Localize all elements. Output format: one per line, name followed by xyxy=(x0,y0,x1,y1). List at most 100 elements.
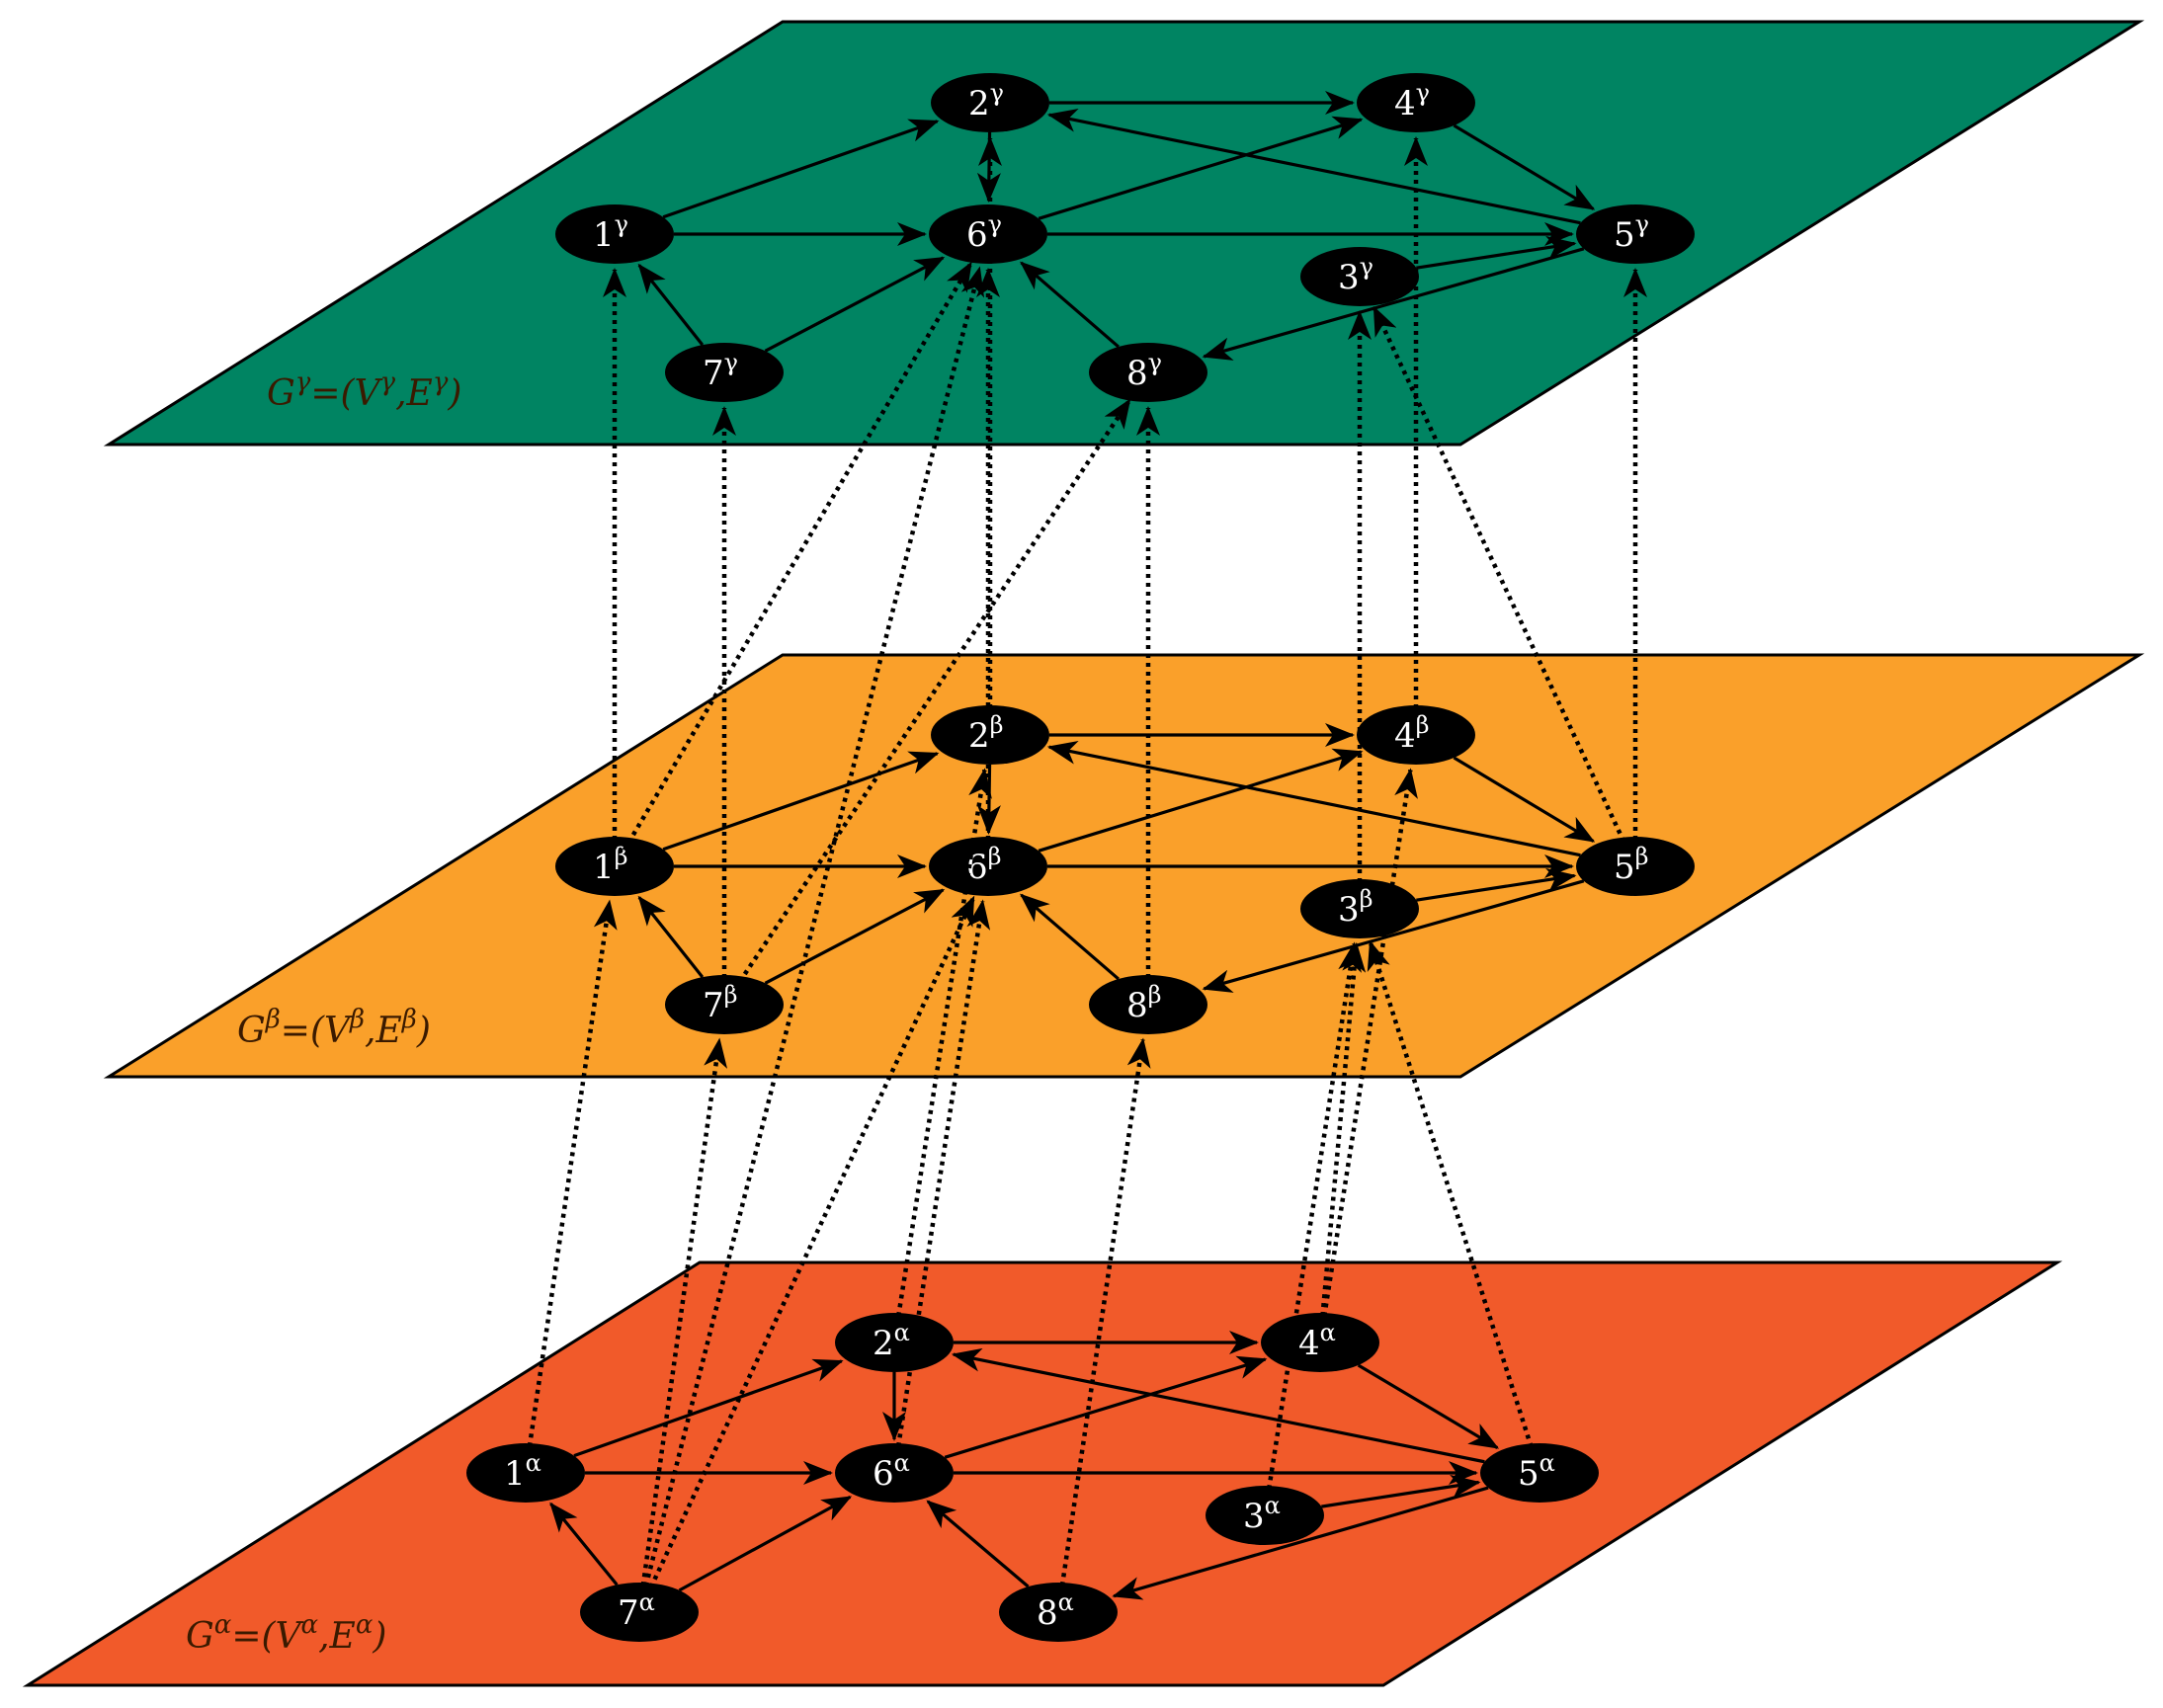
node-label: 8α xyxy=(1037,1588,1074,1633)
node-5-beta[interactable]: 5β xyxy=(1576,837,1695,896)
edge-7-1-gamma xyxy=(637,263,705,347)
edge-5-8-beta xyxy=(1202,879,1585,993)
node-shape xyxy=(555,837,674,896)
node-label: 1α xyxy=(504,1449,541,1494)
edge-7-6-gamma xyxy=(764,256,946,353)
node-2-beta[interactable]: 2β xyxy=(931,705,1049,765)
node-label: 5α xyxy=(1518,1449,1555,1494)
interlayer-link-5alpha-3beta xyxy=(1367,939,1537,1457)
node-shape xyxy=(931,705,1049,765)
edge-7-6-beta xyxy=(764,888,946,985)
node-7-alpha[interactable]: 7α xyxy=(580,1583,699,1642)
node-shape xyxy=(1089,975,1207,1034)
edge-7-1-alpha xyxy=(549,1502,619,1586)
edge-7-1-beta xyxy=(637,895,705,979)
edges-alpha xyxy=(549,1331,1500,1600)
node-7-gamma[interactable]: 7γ xyxy=(665,343,784,402)
edge-5-2-alpha xyxy=(951,1347,1485,1464)
node-shape xyxy=(835,1313,954,1372)
node-4-beta[interactable]: 4β xyxy=(1357,705,1475,765)
node-2-gamma[interactable]: 2γ xyxy=(931,73,1049,132)
interlayer-links xyxy=(526,136,1647,1596)
edge-5-2-gamma xyxy=(1046,109,1581,225)
node-shape xyxy=(1480,1443,1599,1503)
interlayer-link-1beta-6gamma xyxy=(622,261,973,852)
node-5-alpha[interactable]: 5α xyxy=(1480,1443,1599,1503)
node-3-gamma[interactable]: 3γ xyxy=(1300,247,1419,306)
node-4-gamma[interactable]: 4γ xyxy=(1357,73,1475,132)
node-shape xyxy=(1357,705,1475,765)
node-label: 4β xyxy=(1394,711,1430,756)
node-label: 5β xyxy=(1614,843,1649,887)
node-8-gamma[interactable]: 8γ xyxy=(1089,343,1207,402)
interlayer-link-7alpha-6gamma xyxy=(641,266,985,1595)
node-8-alpha[interactable]: 8α xyxy=(999,1583,1118,1642)
layer-label-alpha: Gα=(Vα,Eα) xyxy=(186,1610,386,1657)
interlayer-link-7beta-8gamma xyxy=(732,398,1132,991)
node-label: 2α xyxy=(873,1319,910,1363)
edge-3-5-beta xyxy=(1416,867,1577,902)
node-5-gamma[interactable]: 5γ xyxy=(1576,204,1695,264)
node-shape xyxy=(835,1443,954,1503)
edge-5-8-alpha xyxy=(1112,1486,1489,1600)
layer-alpha: Gα=(Vα,Eα) 1α 2α 3α 4α 5α 6α 7α 8α xyxy=(22,1261,2063,1687)
edge-4-5-alpha xyxy=(1357,1363,1500,1450)
node-3-alpha[interactable]: 3α xyxy=(1206,1486,1324,1545)
node-shape xyxy=(1300,247,1419,306)
node-shape xyxy=(555,204,674,264)
node-label: 7α xyxy=(618,1588,655,1633)
edge-8-6-alpha xyxy=(926,1500,1030,1588)
node-shape xyxy=(1576,204,1695,264)
edge-6-4-beta xyxy=(1038,748,1364,853)
interlayer-link-7alpha-6beta xyxy=(644,895,976,1596)
node-label: 2γ xyxy=(968,79,1004,123)
node-6-alpha[interactable]: 6α xyxy=(835,1443,954,1503)
edge-8-6-beta xyxy=(1020,893,1120,981)
node-1-gamma[interactable]: 1γ xyxy=(555,204,674,264)
node-label: 3β xyxy=(1338,885,1373,930)
node-1-alpha[interactable]: 1α xyxy=(466,1443,585,1503)
node-label: 4α xyxy=(1298,1319,1336,1363)
edge-7-6-alpha xyxy=(678,1495,853,1592)
edge-1-2-beta xyxy=(662,751,940,852)
node-label: 3α xyxy=(1243,1492,1281,1536)
node-shape xyxy=(466,1443,585,1503)
edge-3-5-gamma xyxy=(1416,235,1577,270)
node-shape xyxy=(1576,837,1695,896)
layer-label-gamma: Gγ=(Vγ,Eγ) xyxy=(267,367,461,414)
layer-label-beta: Gβ=(Vβ,Eβ) xyxy=(237,1005,431,1051)
node-label: 3γ xyxy=(1338,253,1373,297)
node-label: 8γ xyxy=(1126,349,1162,393)
interlayer-link-4alpha-3beta xyxy=(1319,941,1367,1326)
node-shape xyxy=(999,1583,1118,1642)
node-label: 2β xyxy=(968,711,1004,756)
node-label: 7γ xyxy=(703,349,738,393)
node-shape xyxy=(929,837,1047,896)
node-8-beta[interactable]: 8β xyxy=(1089,975,1207,1034)
node-shape xyxy=(931,73,1049,132)
node-label: 1γ xyxy=(593,210,628,255)
edge-4-5-beta xyxy=(1453,756,1596,843)
edge-6-4-alpha xyxy=(944,1355,1268,1459)
node-shape xyxy=(1357,73,1475,132)
node-label: 4γ xyxy=(1394,79,1430,123)
node-2-alpha[interactable]: 2α xyxy=(835,1313,954,1372)
edge-5-8-gamma xyxy=(1202,247,1585,361)
node-shape xyxy=(665,343,784,402)
edge-6-4-gamma xyxy=(1038,116,1364,220)
nodes-alpha: 1α 2α 3α 4α 5α 6α 7α 8α xyxy=(466,1313,1599,1642)
edge-5-2-beta xyxy=(1046,741,1581,857)
edge-4-5-gamma xyxy=(1453,123,1596,210)
interlayer-link-5beta-3gamma xyxy=(1372,305,1630,851)
node-shape xyxy=(580,1583,699,1642)
node-shape xyxy=(1089,343,1207,402)
node-7-beta[interactable]: 7β xyxy=(665,975,784,1034)
node-label: 5γ xyxy=(1614,210,1649,255)
node-shape xyxy=(1206,1486,1324,1545)
edges-gamma xyxy=(637,91,1596,361)
edge-3-5-alpha xyxy=(1321,1474,1481,1508)
